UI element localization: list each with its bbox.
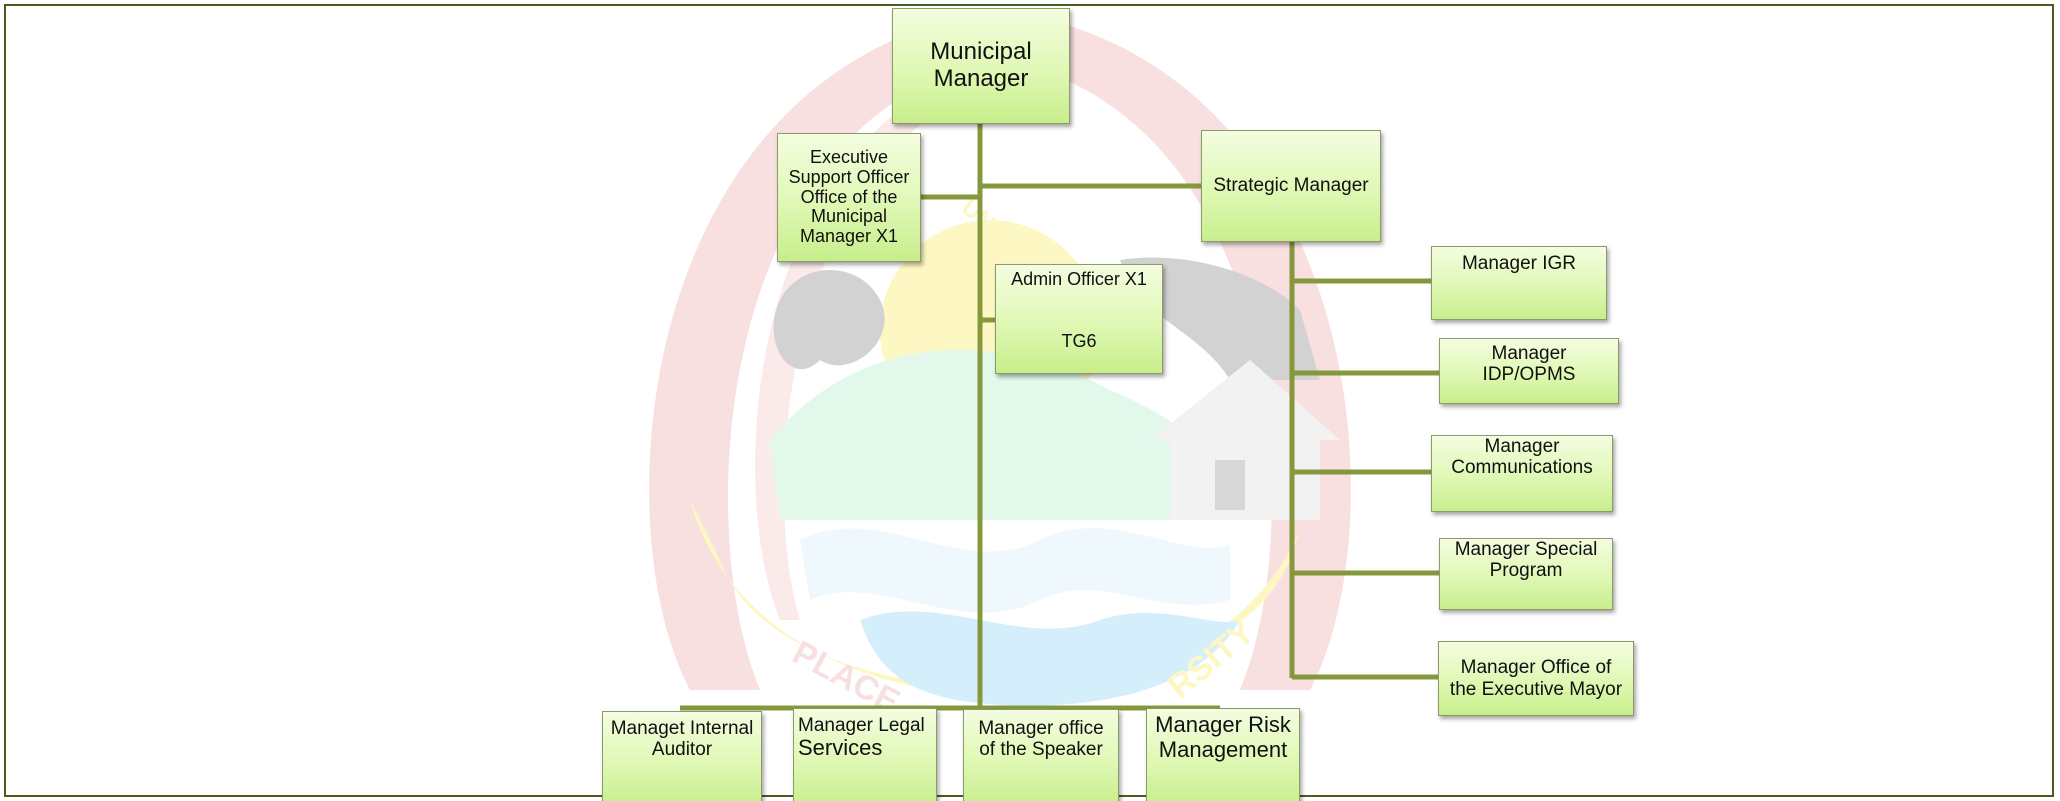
node-manager-internal-auditor[interactable]: Managet Internal Auditor (602, 711, 762, 801)
logo-wave-top (800, 528, 1230, 613)
node-manager-office-executive-mayor[interactable]: Manager Office of the Executive Mayor (1438, 641, 1634, 716)
node-manager-igr[interactable]: Manager IGR (1431, 246, 1607, 320)
logo-house-door (1215, 460, 1245, 510)
admin-officer-grade: TG6 (1061, 330, 1097, 351)
admin-officer-title: Admin Officer X1 (1011, 269, 1147, 289)
node-strategic-manager[interactable]: Strategic Manager (1201, 130, 1381, 242)
node-manager-special-program[interactable]: Manager Special Program (1439, 538, 1613, 610)
node-executive-support-officer[interactable]: Executive Support Officer Office of the … (777, 133, 921, 262)
legal-services-line2: Services (798, 735, 883, 761)
node-manager-risk-management[interactable]: Manager Risk Management (1146, 708, 1300, 801)
logo-smoke-right (1120, 257, 1320, 380)
node-manager-office-speaker[interactable]: Manager office of the Speaker (963, 709, 1119, 801)
node-manager-communications[interactable]: Manager Communications (1431, 435, 1613, 512)
logo-wave-bottom (860, 611, 1240, 706)
logo-ring-outer (649, 10, 1000, 690)
logo-hill (770, 349, 1230, 520)
node-municipal-manager[interactable]: Municipal Manager (892, 8, 1070, 124)
node-manager-idp-opms[interactable]: Manager IDP/OPMS (1439, 338, 1619, 404)
logo-ring-inner (755, 70, 990, 620)
legal-services-line1: Manager Legal (798, 715, 925, 736)
logo-smoke-left (773, 270, 885, 370)
node-admin-officer[interactable]: Admin Officer X1 TG6 (995, 264, 1163, 374)
node-manager-legal-services[interactable]: Manager Legal Services (793, 708, 937, 801)
